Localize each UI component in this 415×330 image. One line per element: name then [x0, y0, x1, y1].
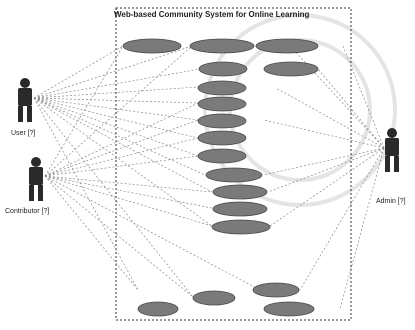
association-line	[44, 45, 124, 177]
association-line	[33, 86, 199, 99]
association-line	[33, 45, 193, 99]
actor-admin-left-leg	[385, 156, 390, 172]
association-line	[299, 147, 385, 291]
use-case[interactable]	[189, 38, 255, 54]
associations	[33, 45, 385, 310]
use-case[interactable]	[197, 148, 247, 164]
actor-contributor-body	[29, 167, 43, 185]
association-line	[44, 137, 199, 177]
actor-user-label: User [?]	[11, 130, 36, 137]
use-case[interactable]	[205, 167, 263, 183]
actor-contributor-head	[31, 157, 41, 167]
actor-admin-label: Admin [?]	[376, 198, 406, 205]
association-line	[339, 147, 385, 310]
association-line	[44, 175, 139, 291]
use-case[interactable]	[255, 38, 319, 54]
use-case[interactable]	[197, 130, 247, 146]
system-title: Web-based Community System for Online Le…	[114, 10, 310, 19]
association-line	[262, 147, 385, 176]
use-case[interactable]	[263, 301, 315, 317]
association-line	[33, 97, 199, 157]
actor-admin-body	[385, 138, 399, 156]
actor-user-figure	[18, 78, 32, 122]
actor-contributor-right-leg	[38, 185, 43, 201]
use-case[interactable]	[263, 61, 319, 77]
association-line	[267, 147, 385, 193]
actor-admin-figure	[385, 128, 399, 172]
use-case[interactable]	[212, 201, 268, 217]
association-line	[44, 155, 199, 177]
association-line	[263, 119, 385, 149]
use-case[interactable]	[197, 80, 247, 96]
association-line	[342, 45, 385, 149]
association-line	[44, 45, 193, 177]
use-case[interactable]	[192, 290, 236, 306]
use-case[interactable]	[252, 282, 300, 298]
use-case[interactable]	[197, 113, 247, 129]
use-case[interactable]	[137, 301, 179, 317]
actor-contributor-label: Contributor [?]	[5, 208, 50, 215]
association-line	[33, 97, 139, 291]
association-line	[33, 97, 199, 104]
association-line	[289, 45, 385, 149]
association-line	[33, 45, 124, 99]
association-line	[269, 147, 385, 227]
association-line	[33, 97, 194, 298]
actor-admin-right-leg	[394, 156, 399, 172]
association-line	[33, 97, 206, 176]
association-line	[275, 87, 385, 149]
watermark-ring	[203, 13, 397, 207]
actor-admin-head	[387, 128, 397, 138]
association-line	[317, 68, 385, 149]
use-case[interactable]	[212, 184, 268, 200]
actor-contributor-figure	[29, 157, 43, 201]
actor-user-right-leg	[27, 106, 32, 122]
use-case[interactable]	[211, 219, 271, 235]
association-line	[44, 119, 199, 177]
association-line	[44, 102, 199, 177]
association-line	[33, 97, 199, 121]
use-case[interactable]	[197, 96, 247, 112]
actor-user-left-leg	[18, 106, 23, 122]
association-line	[44, 175, 261, 291]
use-case[interactable]	[198, 61, 248, 77]
actor-contributor-left-leg	[29, 185, 34, 201]
association-line	[44, 175, 194, 298]
association-line	[44, 175, 213, 227]
association-line	[44, 175, 213, 209]
use-case[interactable]	[122, 38, 182, 54]
association-line	[33, 97, 213, 227]
actor-user-body	[18, 88, 32, 106]
association-line	[33, 97, 213, 193]
association-line	[33, 97, 199, 139]
association-line	[33, 68, 201, 99]
actor-user-head	[20, 78, 30, 88]
system-boundary	[115, 7, 352, 321]
use-cases	[122, 38, 319, 317]
